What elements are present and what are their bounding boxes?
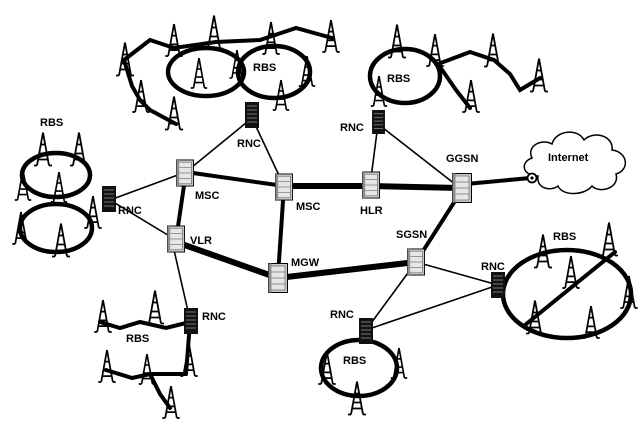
rbs-label-bottom: RBS	[343, 355, 366, 367]
rbs-chains	[98, 25, 542, 410]
sgsn-server	[406, 248, 426, 276]
rnc-label-top: RNC	[237, 138, 261, 150]
msc-server-left	[175, 159, 195, 187]
rnc-box-bottom	[358, 317, 374, 345]
mgw-label: MGW	[291, 257, 320, 269]
vlr-label: VLR	[190, 235, 212, 247]
rbs-label-top-center: RBS	[253, 62, 276, 74]
rnc-box-top	[244, 101, 260, 129]
ggsn-server	[451, 172, 473, 204]
rbs-label-right: RBS	[553, 231, 576, 243]
thin-links	[109, 117, 499, 331]
vlr-server	[166, 225, 186, 253]
rbs-label-left: RBS	[40, 117, 63, 129]
rbs-rings	[17, 43, 634, 399]
msc-label-left: MSC	[195, 190, 220, 202]
rnc-label-bottom-left: RNC	[202, 311, 226, 323]
thick-links	[173, 170, 532, 281]
rnc-label-left: RNC	[118, 205, 142, 217]
labels: RBS RBS RBS RBS RBS RBS RNC RNC RNC RNC …	[40, 62, 589, 367]
rnc-box-bottom-left	[183, 307, 199, 335]
rbs-label-top-right: RBS	[387, 73, 410, 85]
msc-server-right	[274, 173, 294, 201]
sgsn-label: SGSN	[396, 229, 427, 241]
hlr-label: HLR	[360, 205, 383, 217]
mgw-server	[267, 262, 289, 294]
rnc-label-right: RNC	[481, 261, 505, 273]
msc-label-right: MSC	[296, 201, 321, 213]
rbs-label-bottom-left: RBS	[126, 333, 149, 345]
rnc-label-top-right: RNC	[340, 122, 364, 134]
rnc-box-top-right	[371, 109, 386, 135]
internet-cloud-icon	[523, 131, 626, 195]
hlr-server	[361, 171, 381, 199]
rnc-box-right	[490, 271, 506, 299]
internet-label: Internet	[548, 152, 589, 164]
rnc-box-left	[101, 185, 117, 213]
ggsn-label: GGSN	[446, 153, 478, 165]
rnc-label-bottom: RNC	[330, 309, 354, 321]
